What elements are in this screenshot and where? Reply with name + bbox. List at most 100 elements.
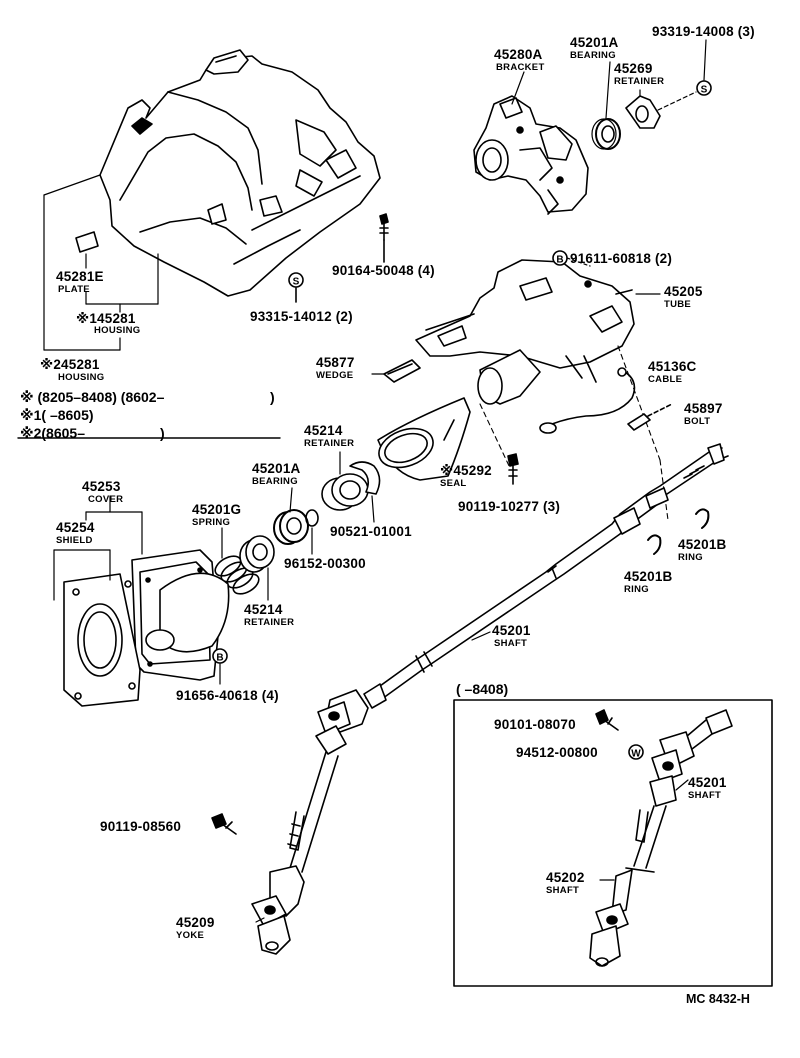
- part-number: 45897: [684, 401, 723, 416]
- label-94512: 94512-00800: [516, 745, 598, 760]
- part-number: 45201A: [570, 35, 619, 50]
- part-name: CABLE: [648, 374, 683, 385]
- cable-45136c: [539, 367, 636, 434]
- main-steering-shaft: [363, 443, 729, 709]
- bolt-45897: [627, 403, 673, 431]
- part-name: TUBE: [664, 299, 692, 310]
- part-number: 45281E: [56, 269, 104, 284]
- part-number: 45201B: [624, 569, 673, 584]
- part-name: RING: [678, 552, 703, 563]
- part-number: 45214: [304, 423, 343, 438]
- part-name: SHIELD: [56, 535, 93, 546]
- part-number: 45136C: [648, 359, 697, 374]
- legend-line-0: ※ (8205–8408) (8602–: [20, 389, 165, 405]
- bearing-top: [591, 118, 621, 150]
- bracket-assembly: [473, 95, 589, 215]
- label-91611: 91611-60818 (2): [570, 251, 673, 266]
- column-cover-housing: [99, 49, 381, 297]
- part-name: RING: [624, 584, 649, 595]
- cover-45253: [131, 549, 230, 681]
- inset-title: ( –8408): [456, 681, 509, 697]
- label-90119-08560: 90119-08560: [100, 819, 182, 834]
- seal-45292: [377, 397, 471, 481]
- part-number: 45201: [688, 775, 727, 790]
- inset-box: [453, 699, 773, 987]
- label-93319: 93319-14008 (3): [652, 24, 755, 39]
- part-number: ※245281: [40, 357, 100, 372]
- clip-90521: [349, 461, 381, 523]
- s-clip-93319: S: [657, 39, 712, 111]
- part-name: SHAFT: [546, 885, 580, 896]
- retainer-45269: [625, 95, 661, 129]
- part-name: SHAFT: [494, 638, 528, 649]
- part-name: WEDGE: [316, 370, 354, 381]
- svg-text:B: B: [556, 255, 563, 266]
- svg-text:S: S: [701, 85, 708, 96]
- part-number: 45201B: [678, 537, 727, 552]
- part-name: COVER: [88, 494, 124, 505]
- retainer-lower: [239, 535, 275, 601]
- inset-bolt-90101: [595, 709, 619, 731]
- label-90119-10277: 90119-10277 (3): [458, 499, 561, 514]
- cover-shield-leaders: [53, 495, 143, 601]
- label-90164: 90164-50048 (4): [332, 263, 435, 278]
- part-number: 45253: [82, 479, 121, 494]
- part-name: HOUSING: [58, 372, 105, 383]
- label-90101: 90101-08070: [494, 717, 576, 732]
- screw-90164: [379, 213, 389, 263]
- part-number: 45214: [244, 602, 283, 617]
- part-name: SHAFT: [688, 790, 722, 801]
- part-name: RETAINER: [614, 76, 665, 87]
- legend-line-2: ※2(8605–: [20, 425, 85, 441]
- part-name: BEARING: [252, 476, 298, 487]
- part-name: SEAL: [440, 478, 467, 489]
- part-number: 45202: [546, 870, 585, 885]
- label-96152: 96152-00300: [284, 556, 366, 571]
- part-number: 45205: [664, 284, 703, 299]
- part-number: 45280A: [494, 47, 543, 62]
- part-number: ※145281: [76, 311, 136, 326]
- part-name: BEARING: [570, 50, 616, 61]
- yoke-45209: [251, 865, 305, 955]
- washer-94512: W: [628, 744, 644, 760]
- s-clip-93315: S: [288, 272, 304, 303]
- part-name: RETAINER: [304, 438, 355, 449]
- part-number: 45254: [56, 520, 95, 535]
- label-93315: 93315-14012 (2): [250, 309, 353, 324]
- legend-line-1: ※1( –8605): [20, 407, 94, 423]
- label-91656: 91656-40618 (4): [176, 688, 279, 703]
- bolt-91611: B: [552, 250, 591, 267]
- part-name: SPRING: [192, 517, 231, 528]
- part-name: PLATE: [58, 284, 90, 295]
- svg-text:W: W: [631, 749, 641, 760]
- wedge-45877: [383, 359, 421, 383]
- bolt-90119-10277: [507, 453, 519, 485]
- shield-45254: [63, 573, 141, 707]
- ring-96152: [305, 509, 319, 555]
- rings-45201b: [647, 508, 710, 555]
- part-number: 45269: [614, 61, 653, 76]
- part-number: 45201: [492, 623, 531, 638]
- figure-reference: MC 8432-H: [686, 992, 750, 1006]
- part-number: ※45292: [440, 463, 492, 478]
- part-number: 45877: [316, 355, 355, 370]
- inset-assembly: [589, 709, 733, 967]
- bolt-91656: B: [212, 648, 228, 685]
- retainer-upper: [321, 451, 369, 511]
- part-number: 45201A: [252, 461, 301, 476]
- part-number: 45201G: [192, 502, 242, 517]
- part-name: YOKE: [176, 930, 205, 941]
- plate-part: [75, 231, 99, 253]
- svg-text:B: B: [216, 653, 223, 664]
- part-name: BRACKET: [496, 62, 545, 73]
- svg-text:S: S: [293, 277, 300, 288]
- part-name: BOLT: [684, 416, 711, 427]
- label-90521: 90521-01001: [330, 524, 412, 539]
- universal-joint-upper: [315, 689, 369, 755]
- column-tube: [415, 259, 635, 405]
- legend-close-paren: ): [270, 389, 275, 405]
- part-number: 45209: [176, 915, 215, 930]
- part-name: RETAINER: [244, 617, 295, 628]
- bolt-90119-08560: [211, 813, 237, 835]
